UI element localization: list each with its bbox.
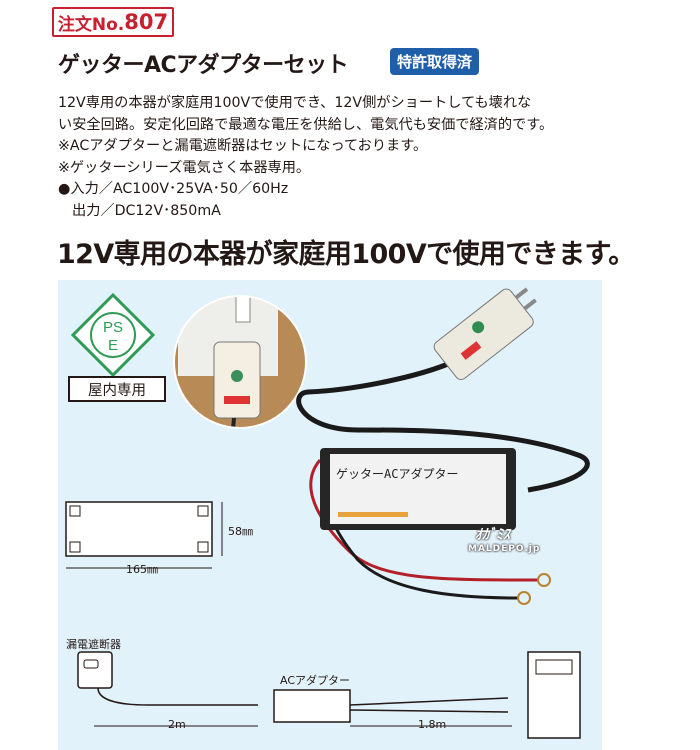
width-dimension: 165㎜ — [126, 563, 158, 576]
description-line: い安全回路。安定化回路で最適な電圧を供給し、電気代も安価で経済的です。 — [58, 116, 554, 133]
pse-top: PS — [103, 319, 123, 336]
adapter-label: ゲッターACアダプター — [336, 466, 458, 481]
description-line: 12V専用の本器が家庭用100Vで使用でき、12V側がショートしても壊れな — [58, 95, 532, 111]
product-drawing: ゲッターACアダプター — [65, 287, 590, 739]
spec-output: 出力／DC12V･850mA — [72, 202, 221, 219]
length-right: 1.8m — [418, 718, 447, 731]
wiring-diagram — [77, 651, 581, 739]
breaker-label: 漏電遮断器 — [66, 638, 121, 651]
indoor-only-label: 屋内専用 — [68, 376, 166, 402]
length-left: 2m — [168, 718, 186, 731]
pse-bottom: E — [108, 337, 118, 354]
product-illustration: ゲッターACアダプター — [58, 280, 602, 750]
patent-badge: 特許取得済 — [390, 48, 480, 75]
order-number-box: 注文No.807 — [52, 7, 174, 37]
product-description: 12V専用の本器が家庭用100Vで使用でき、12V側がショートしても壊れな い安… — [58, 93, 678, 222]
watermark-logo: ｵｶﾞﾐｽ — [475, 527, 510, 543]
order-prefix: 注文No. — [57, 14, 125, 35]
adapter-box: ゲッターACアダプター — [320, 448, 516, 530]
description-note: ※ACアダプターと漏電遮断器はセットになっております。 — [58, 138, 428, 154]
spec-input: ●入力／AC100V･25VA･50／60Hz — [58, 181, 289, 197]
order-number: 807 — [124, 10, 169, 34]
dimension-drawing — [65, 501, 223, 569]
headline: 12V専用の本器が家庭用100Vで使用できます。 — [57, 239, 635, 270]
outlet-photo — [174, 296, 306, 428]
ac-adapter-label: ACアダプター — [280, 674, 351, 687]
height-dimension: 58㎜ — [228, 525, 253, 538]
product-title: ゲッターACアダプターセット — [58, 53, 349, 78]
watermark-url: MALDEPO.jp — [468, 544, 541, 554]
description-note: ※ゲッターシリーズ電気さく本器専用。 — [58, 159, 311, 176]
breaker-device — [433, 287, 537, 381]
